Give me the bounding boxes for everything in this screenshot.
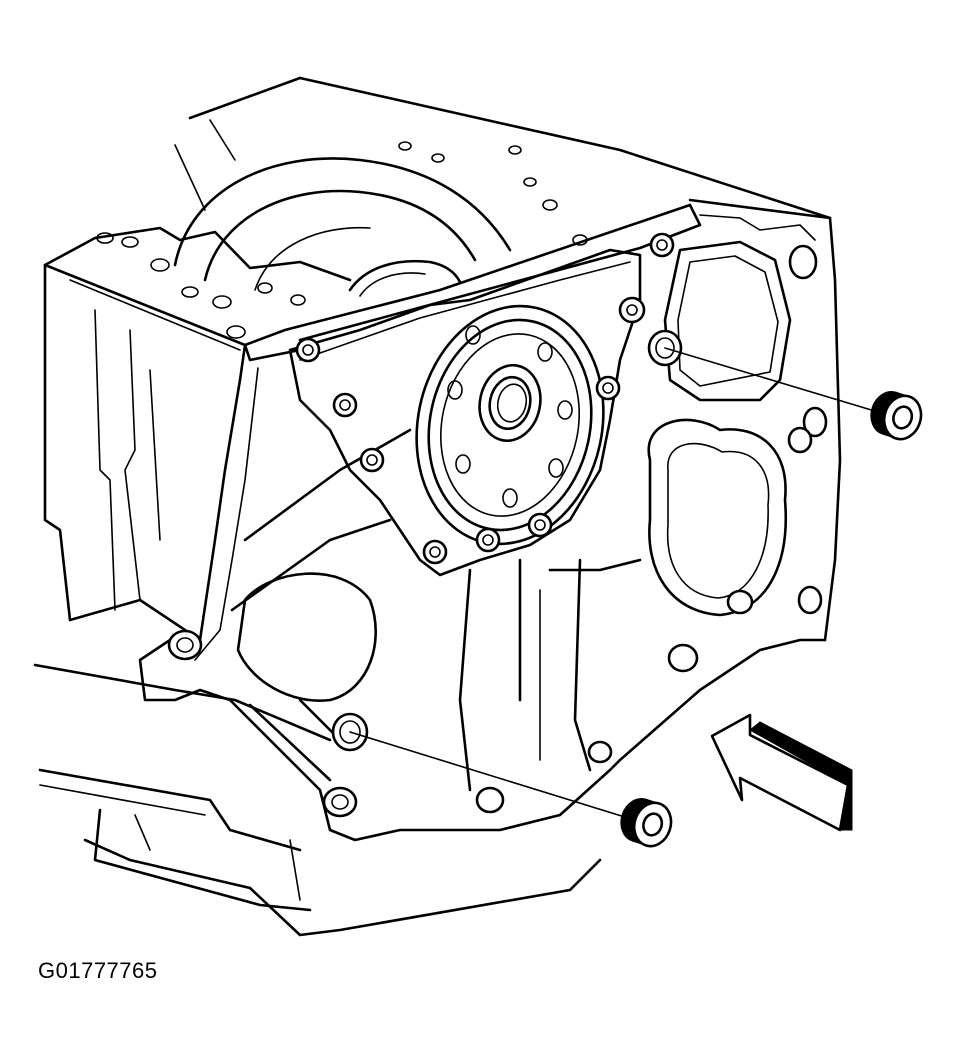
dowel-pin-lower [620,797,673,848]
leader-lines [349,347,879,819]
engine-block [33,76,842,937]
crank-disc [173,157,512,297]
dowel-pin-upper [870,390,923,441]
arrow-icon [710,713,853,832]
figure-id-label: G01777765 [38,958,158,983]
cover-bolts [295,232,675,565]
oil-pump-housing [288,232,675,577]
front-cover [138,203,827,842]
